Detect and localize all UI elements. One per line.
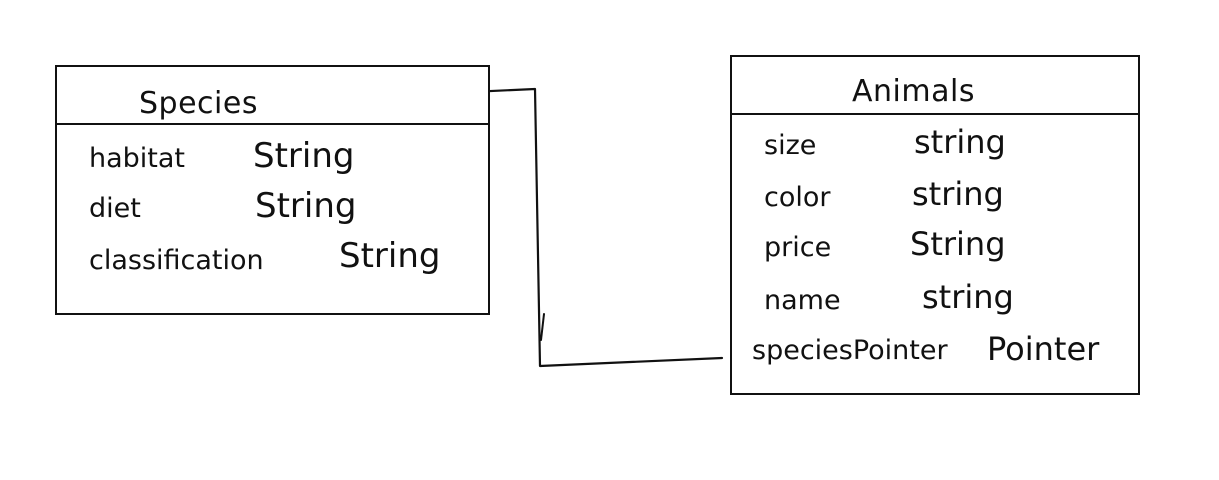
field-row: speciesPointer Pointer — [732, 333, 1138, 377]
field-name: price — [764, 232, 832, 263]
field-row: classification String — [57, 239, 488, 287]
entity-species[interactable]: Species habitat String diet String class… — [55, 65, 490, 315]
field-type: Pointer — [987, 330, 1100, 368]
field-name: speciesPointer — [752, 335, 948, 366]
field-row: size string — [732, 126, 1138, 172]
field-name: name — [764, 285, 841, 316]
field-type: string — [914, 123, 1006, 161]
field-type: string — [912, 175, 1004, 213]
field-type: string — [922, 278, 1014, 316]
entity-title: Animals — [852, 74, 975, 109]
entity-animals[interactable]: Animals size string color string price S… — [730, 55, 1140, 395]
connector-tick — [540, 313, 545, 341]
field-type: String — [910, 225, 1006, 263]
field-row: color string — [732, 178, 1138, 224]
field-name: size — [764, 130, 817, 161]
field-name: color — [764, 182, 831, 213]
field-name: classification — [89, 245, 264, 276]
entity-title: Species — [139, 86, 258, 121]
field-name: diet — [89, 193, 141, 224]
field-type: String — [253, 136, 355, 176]
field-row: diet String — [57, 189, 488, 235]
field-type: String — [255, 186, 357, 226]
field-row: price String — [732, 228, 1138, 274]
header-divider — [57, 123, 488, 125]
field-row: habitat String — [57, 139, 488, 185]
field-type: String — [339, 236, 441, 276]
connector-line — [468, 87, 724, 368]
header-divider — [732, 113, 1138, 115]
field-row: name string — [732, 281, 1138, 327]
field-name: habitat — [89, 143, 186, 174]
